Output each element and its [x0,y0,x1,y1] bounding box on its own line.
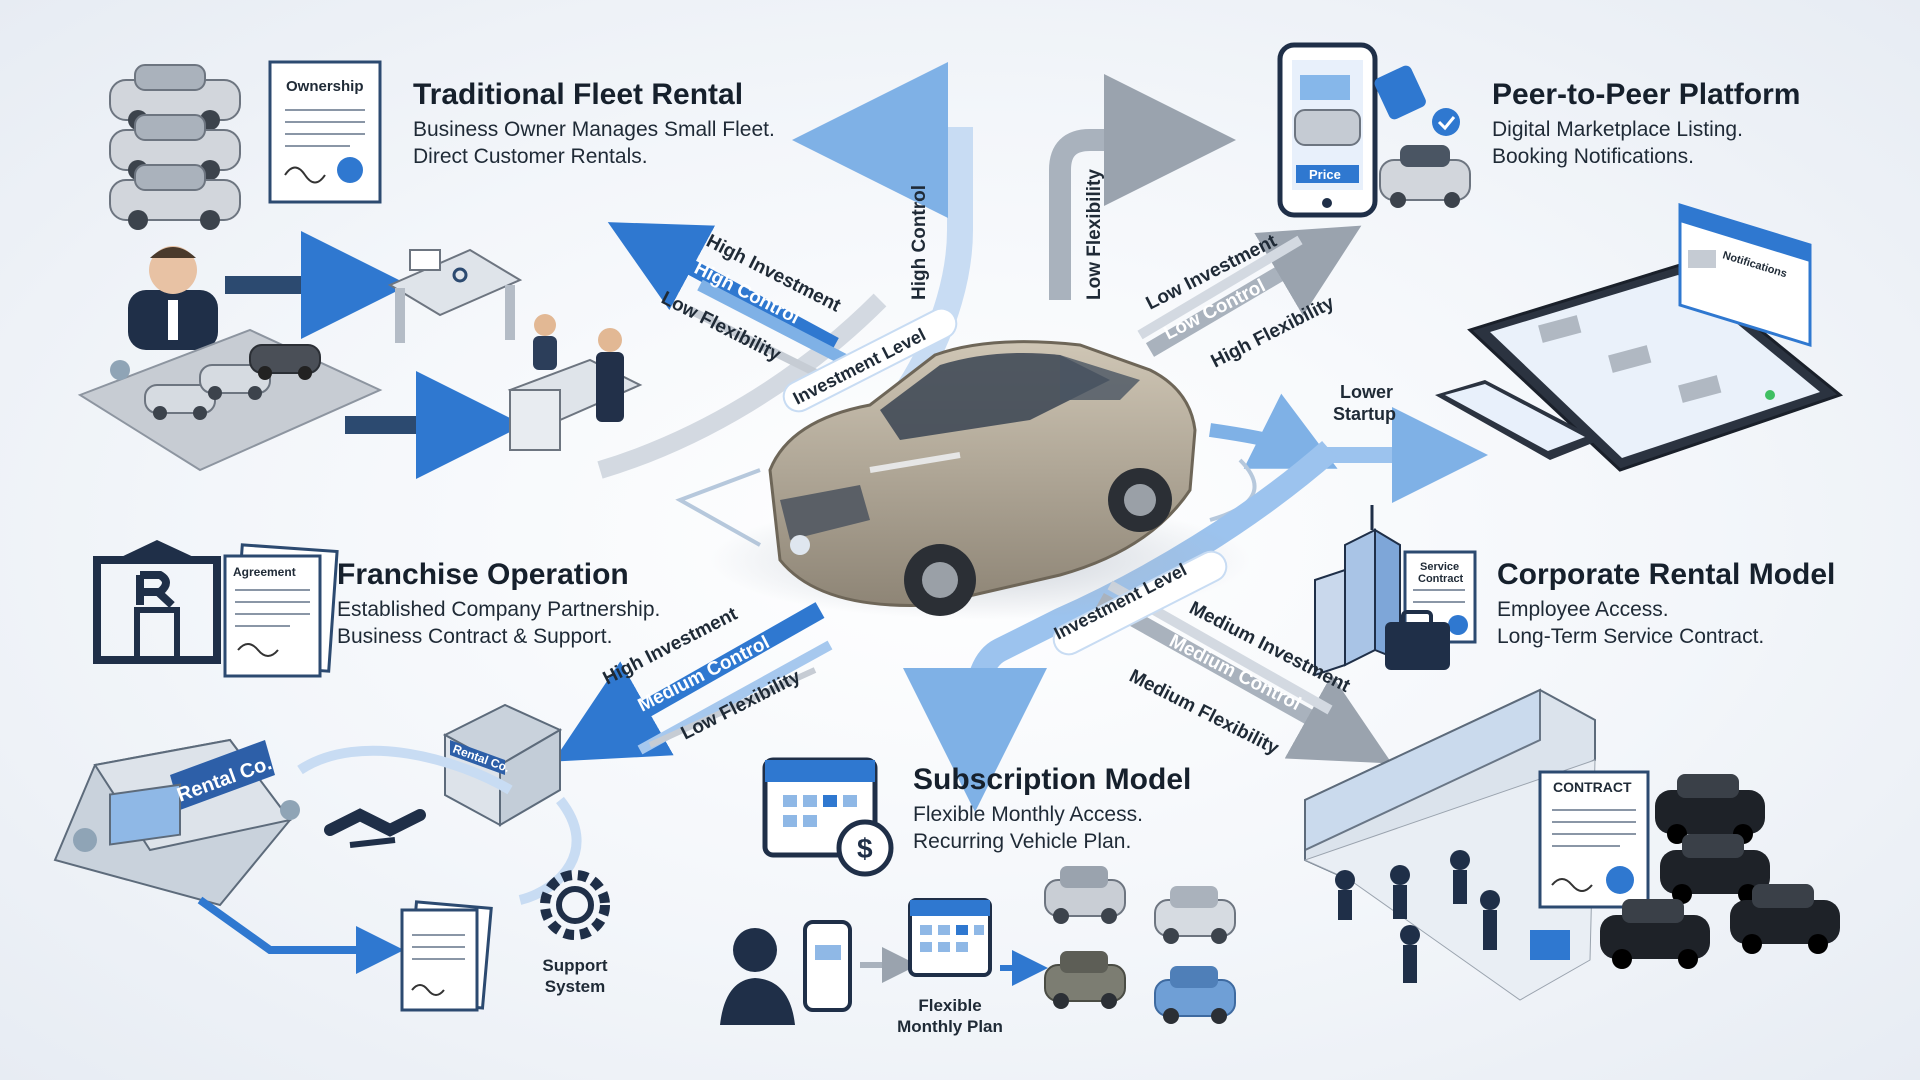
subscription-block: Subscription Model Flexible Monthly Acce… [913,763,1191,855]
corporate-black-cars [1600,774,1840,969]
subscription-line1: Flexible Monthly Access. [913,803,1143,826]
traditional-block: Traditional Fleet Rental Business Owner … [413,78,775,170]
corporate-contract-doc [1538,770,1650,909]
notification-window [1678,202,1812,348]
handshake-icon [324,808,426,848]
bottom-left-connectors [197,745,582,974]
business-owner-avatar [128,246,218,350]
traditional-fleet-cars [109,64,241,230]
service-doc-line1: Service [1420,561,1459,573]
corporate-office-scene [1303,688,1596,1001]
corporate-line1: Employee Access. [1497,598,1669,621]
p2p-block: Peer-to-Peer Platform Digital Marketplac… [1492,78,1800,170]
small-phone [1435,380,1600,460]
corporate-title: Corporate Rental Model [1497,558,1836,591]
corporate-towers [1314,505,1401,677]
ownership-document [268,60,382,204]
p2p-title: Peer-to-Peer Platform [1492,78,1801,111]
support-line1: Support [542,956,608,975]
support-system-label: Support System [525,955,625,997]
service-doc-line2: Contract [1418,573,1464,585]
tablet-marketplace [1467,263,1844,472]
franchise-line2: Business Contract & Support. [337,625,613,648]
parking-lot [77,328,383,472]
corporate-line2: Long-Term Service Contract. [1497,625,1765,648]
traditional-title: Traditional Fleet Rental [413,78,744,111]
svg-text:$: $ [857,833,873,864]
franchise-title: Franchise Operation [337,558,629,591]
price-label: Price [1309,167,1341,182]
tr-startup-line1: Lower [1340,382,1393,402]
tr-vertical-label: Low Flexibility [1084,169,1105,300]
monthly-plan-calendar-icon [908,898,1048,986]
plan-line2: Monthly Plan [897,1017,1003,1036]
contract-doc-label: CONTRACT [1553,779,1632,795]
franchise-block: Franchise Operation Established Company … [337,558,660,650]
tl-vertical-label: High Control [909,185,930,300]
center-car-illustration [710,340,1250,620]
price-tag-icon [1374,65,1460,136]
flexible-plan-label: Flexible Monthly Plan [880,995,1020,1037]
agreement-documents [223,543,339,678]
subscriber-avatar [720,920,918,1025]
plan-line1: Flexible [918,996,982,1015]
p2p-line1: Digital Marketplace Listing. [1492,118,1743,141]
traditional-line1: Business Owner Manages Small Fleet. [413,118,775,141]
subscription-title: Subscription Model [913,763,1192,796]
smartphone-listing [1277,42,1378,218]
rental-co-small-store [442,703,563,827]
ownership-doc-label: Ownership [286,78,364,95]
franchise-line1: Established Company Partnership. [337,598,661,621]
franchise-building-logo [93,540,221,664]
tr-startup-line2: Startup [1333,404,1396,424]
calendar-dollar-icon: $ [762,757,894,877]
traditional-line2: Direct Customer Rentals. [413,145,648,168]
briefcase-icon [1385,610,1450,670]
subscription-cars [1044,866,1236,1024]
gear-icon [540,870,610,940]
p2p-car [1379,145,1471,208]
p2p-line2: Booking Notifications. [1492,145,1694,168]
support-line2: System [544,977,606,996]
customer-handshake-counter [507,314,643,451]
subscription-line2: Recurring Vehicle Plan. [913,830,1132,853]
corporate-block: Corporate Rental Model Employee Access. … [1497,558,1835,650]
contract-documents [400,900,493,1012]
agreement-doc-label: Agreement [233,565,296,579]
rental-desk-with-keys [387,248,523,343]
rental-co-building [53,738,300,907]
